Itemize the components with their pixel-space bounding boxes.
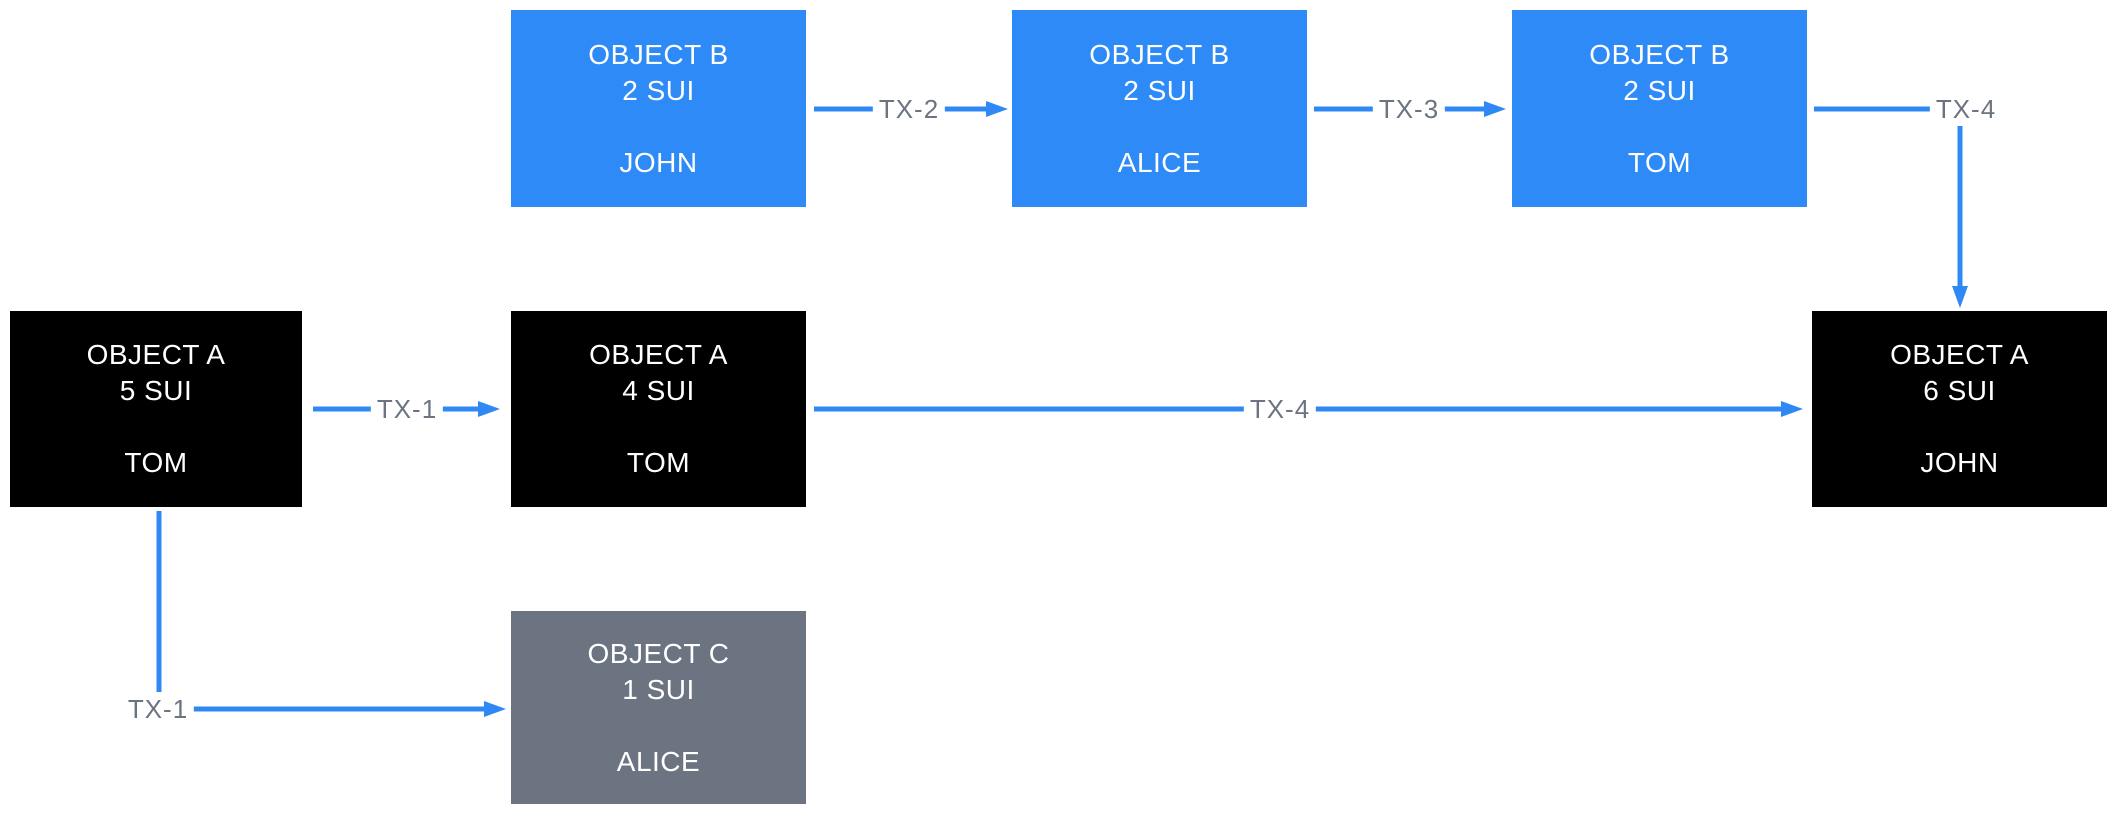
- arrowhead-right-icon: [1484, 101, 1506, 117]
- box-title: OBJECT B: [1589, 38, 1730, 70]
- box-owner: JOHN: [619, 146, 698, 178]
- arrowhead-right-icon: [484, 701, 506, 717]
- box-owner: ALICE: [616, 745, 701, 777]
- box-amount: 2 SUI: [1123, 74, 1196, 106]
- box-amount: 2 SUI: [622, 74, 695, 106]
- box-object-a-6-john: OBJECT A 6 SUI JOHN: [1812, 311, 2107, 507]
- tx-label-tx-1-transfer: TX-1: [370, 392, 444, 426]
- box-owner: JOHN: [1920, 447, 1999, 478]
- box-object-a-4-tom: OBJECT A 4 SUI TOM: [511, 311, 806, 507]
- tx-label-tx-3: TX-3: [1372, 92, 1446, 126]
- box-amount: 2 SUI: [1623, 74, 1696, 106]
- box-object-b-alice: OBJECT B 2 SUI ALICE: [1012, 10, 1307, 207]
- arrowhead-down-icon: [1952, 286, 1968, 308]
- box-amount: 6 SUI: [1923, 375, 1996, 406]
- box-object-c-alice: OBJECT C 1 SUI ALICE: [511, 611, 806, 804]
- tx-label-tx-4-down: TX-4: [1929, 92, 2003, 126]
- tx-label-tx-4-merge: TX-4: [1243, 392, 1317, 426]
- box-title: OBJECT A: [589, 339, 728, 370]
- box-owner: TOM: [124, 447, 188, 478]
- box-owner: TOM: [626, 447, 691, 478]
- box-amount: 1 SUI: [622, 673, 695, 705]
- tx-label-tx-2: TX-2: [872, 92, 946, 126]
- arrow-tx-1-split: [156, 511, 506, 717]
- arrowhead-right-icon: [986, 101, 1008, 117]
- box-object-a-5-tom: OBJECT A 5 SUI TOM: [10, 311, 302, 507]
- arrowhead-right-icon: [1781, 401, 1803, 417]
- box-object-b-john: OBJECT B 2 SUI JOHN: [511, 10, 806, 207]
- box-title: OBJECT A: [86, 339, 226, 370]
- box-title: OBJECT B: [1089, 38, 1230, 70]
- box-owner: ALICE: [1117, 146, 1202, 178]
- arrow-tx-4-down: [1814, 106, 1968, 308]
- arrowhead-right-icon: [478, 401, 500, 417]
- box-amount: 5 SUI: [119, 375, 193, 406]
- tx-label-tx-1-split: TX-1: [121, 692, 195, 726]
- box-title: OBJECT A: [1890, 339, 2029, 370]
- box-title: OBJECT C: [587, 637, 730, 669]
- box-owner: TOM: [1627, 146, 1692, 178]
- box-title: OBJECT B: [588, 38, 729, 70]
- box-object-b-tom: OBJECT B 2 SUI TOM: [1512, 10, 1807, 207]
- box-amount: 4 SUI: [622, 375, 695, 406]
